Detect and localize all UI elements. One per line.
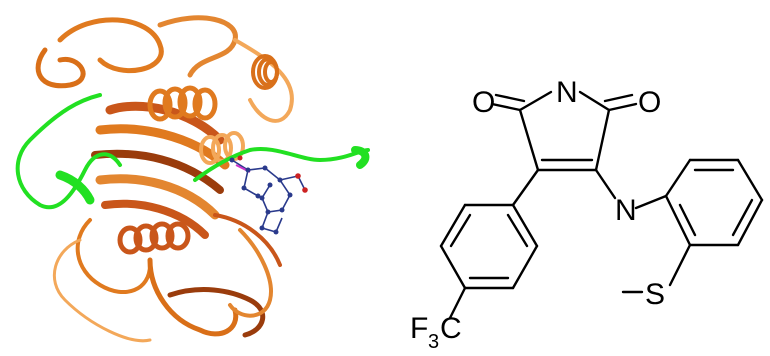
- bound-ligand: [229, 155, 308, 235]
- maleimide-ring: [490, 90, 638, 172]
- ribbon-loop: [35, 47, 86, 89]
- trifluoromethyl-label: F 3 C: [410, 312, 462, 353]
- ribbon-loop: [57, 17, 164, 74]
- sulfur-label: S: [645, 278, 665, 311]
- activation-loop: [55, 170, 95, 205]
- ribbon-helix: [251, 54, 279, 90]
- imide-nitrogen-label: N: [556, 76, 578, 109]
- ribbon-loop: [52, 238, 152, 343]
- protein-ribbon: [15, 15, 370, 343]
- ribbon-helix: [147, 85, 218, 122]
- ribbon-loop: [147, 257, 239, 337]
- carbonyl-oxygen-right-label: O: [638, 86, 661, 119]
- activation-loop: [15, 93, 122, 210]
- activation-loop: [351, 146, 370, 169]
- carbonyl-oxygen-left-label: O: [472, 86, 495, 119]
- svg-text:F: F: [410, 312, 428, 345]
- ribbon-loop: [228, 228, 273, 318]
- svg-text:3: 3: [428, 331, 439, 353]
- ribbon-loop: [213, 213, 282, 267]
- ribbon-strand: [101, 199, 209, 239]
- ribbon-loop: [167, 287, 265, 338]
- svg-text:C: C: [440, 312, 462, 345]
- aryl-ring: [439, 168, 540, 320]
- ribbon-helix: [117, 221, 191, 255]
- aniline-ring: [594, 158, 764, 294]
- amine-nitrogen-label: N: [615, 194, 637, 227]
- protein-ribbon-panel: [15, 15, 370, 343]
- ribbon-strand: [95, 174, 220, 220]
- activation-loop: [193, 147, 370, 182]
